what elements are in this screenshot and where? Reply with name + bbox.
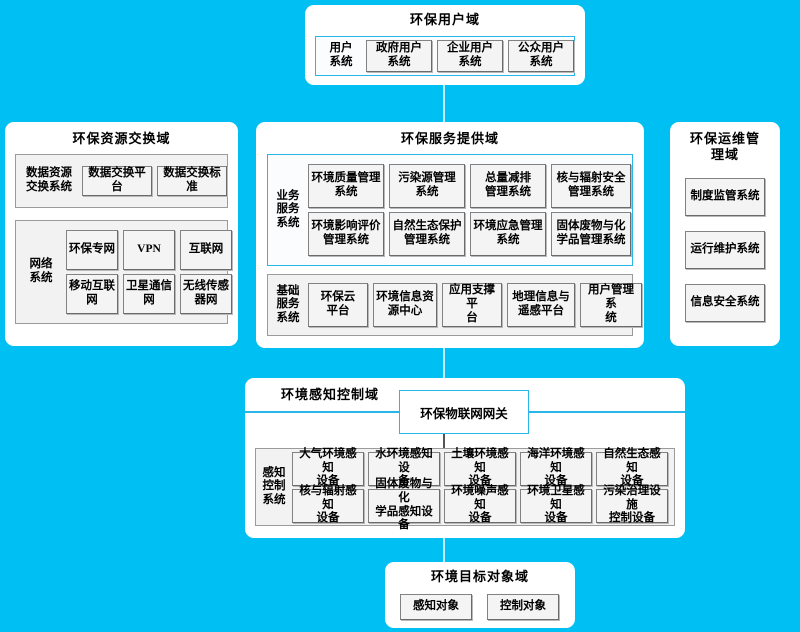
domain-service-title: 环保服务提供域 — [400, 131, 499, 146]
domain-operations-management: 环保运维管 理域 制度监管系统 运行维护系统 信息安全系统 — [670, 122, 780, 346]
box-data-exchange-platform[interactable]: 数据交换平台 — [82, 166, 152, 196]
box-environmental-emergency-management-system[interactable]: 环境应急管理 系统 — [470, 212, 546, 256]
box-public-user-system[interactable]: 公众用户 系统 — [508, 40, 574, 72]
box-pollution-source-management-system[interactable]: 污染源管理 系统 — [389, 164, 465, 208]
user-system-label: 用户 系统 — [329, 42, 353, 68]
network-system-panel: 网络 系统 环保专网 VPN 互联网 移动互联 网 卫星通信 网 无线传感 器网 — [15, 220, 232, 324]
domain-resource-exchange: 环保资源交换域 数据资源 交换系统 数据交换平台 数据交换标准 网络 系统 环保… — [5, 122, 238, 346]
box-mobile-internet[interactable]: 移动互联 网 — [66, 274, 118, 314]
connector-service-to-sensing — [443, 348, 445, 388]
box-environmental-cloud-platform[interactable]: 环保云 平台 — [308, 283, 368, 327]
gateway-rail-left — [245, 411, 399, 413]
sensing-control-panel: 感知 控制 系统 大气环境感知 设备 水环境感知设 备 土壤环境感知 设备 海洋… — [255, 448, 675, 531]
domain-user: 环保用户域 用户 系统 政府用户 系统 企业用户 系统 公众用户 系统 — [305, 5, 585, 85]
domain-service-provider: 环保服务提供域 业务 服务 系统 环境质量管理 系统 污染源管理 系统 总量减排… — [256, 122, 644, 348]
basic-service-body: 环保云 平台 环境信息资 源中心 应用支撑平 台 地理信息与 遥感平台 用户管理… — [308, 283, 642, 327]
box-enterprise-user-system[interactable]: 企业用户 系统 — [437, 40, 503, 72]
box-environmental-quality-management-system[interactable]: 环境质量管理 系统 — [308, 164, 384, 208]
basic-service-row: 环保云 平台 环境信息资 源中心 应用支撑平 台 地理信息与 遥感平台 用户管理… — [308, 283, 642, 327]
box-environmental-noise-sensing-device[interactable]: 环境噪声感知 设备 — [444, 485, 516, 524]
network-row-1: 环保专网 VPN 互联网 — [66, 230, 232, 270]
box-sensing-object[interactable]: 感知对象 — [400, 594, 472, 620]
box-nuclear-radiation-safety-management-system[interactable]: 核与辐射安全 管理系统 — [551, 164, 631, 208]
business-service-body: 环境质量管理 系统 污染源管理 系统 总量减排 管理系统 核与辐射安全 管理系统… — [308, 164, 632, 256]
sensing-row-2: 核与辐射感知 设备 固体废物与化 学品感知设备 环境噪声感知 设备 环境卫星感知… — [292, 478, 674, 531]
box-internet[interactable]: 互联网 — [180, 230, 232, 270]
domain-resource-title: 环保资源交换域 — [72, 131, 171, 146]
box-government-user-system[interactable]: 政府用户 系统 — [366, 40, 432, 72]
domain-user-title: 环保用户域 — [409, 12, 480, 27]
network-system-body: 环保专网 VPN 互联网 移动互联 网 卫星通信 网 无线传感 器网 — [66, 230, 232, 314]
box-environmental-satellite-sensing-device[interactable]: 环境卫星感知 设备 — [520, 485, 592, 524]
box-water-environment-sensing-device[interactable]: 水环境感知设 备 — [368, 448, 440, 487]
domain-target-object: 环境目标对象域 感知对象 控制对象 — [385, 562, 575, 628]
box-satellite-communication-network[interactable]: 卫星通信 网 — [123, 274, 175, 314]
network-system-label: 网络 系统 — [29, 258, 53, 284]
box-application-support-platform[interactable]: 应用支撑平 台 — [442, 283, 502, 327]
domain-target-title: 环境目标对象域 — [430, 569, 529, 584]
connector-sensing-to-target — [443, 538, 445, 564]
box-geographic-information-remote-sensing-platform[interactable]: 地理信息与 遥感平台 — [507, 283, 575, 327]
business-service-panel: 业务 服务 系统 环境质量管理 系统 污染源管理 系统 总量减排 管理系统 核与… — [267, 154, 633, 266]
box-solid-waste-chemicals-management-system[interactable]: 固体废物与化 学品管理系统 — [551, 212, 631, 256]
box-nuclear-radiation-sensing-device[interactable]: 核与辐射感知 设备 — [292, 485, 364, 524]
sensing-row-1: 大气环境感知 设备 水环境感知设 备 土壤环境感知 设备 海洋环境感知 设备 自… — [292, 448, 674, 487]
box-pollution-control-facility-device[interactable]: 污染治理设施 控制设备 — [596, 485, 668, 524]
box-system-supervision-system[interactable]: 制度监管系统 — [685, 178, 765, 216]
box-wireless-sensor-network[interactable]: 无线传感 器网 — [180, 274, 232, 314]
data-exchange-panel: 数据资源 交换系统 数据交换平台 数据交换标准 — [15, 154, 228, 208]
box-control-object[interactable]: 控制对象 — [487, 594, 559, 620]
network-row-2: 移动互联 网 卫星通信 网 无线传感 器网 — [66, 274, 232, 314]
box-vpn[interactable]: VPN — [123, 230, 175, 270]
box-marine-environment-sensing-device[interactable]: 海洋环境感知 设备 — [520, 448, 592, 487]
box-environmental-iot-gateway[interactable]: 环保物联网网关 — [399, 390, 529, 434]
box-env-private-network[interactable]: 环保专网 — [66, 230, 118, 270]
user-system-row: 政府用户 系统 企业用户 系统 公众用户 系统 — [366, 40, 574, 72]
box-data-exchange-standard[interactable]: 数据交换标准 — [157, 166, 227, 196]
domain-operations-title: 环保运维管 理域 — [689, 131, 760, 163]
data-exchange-label: 数据资源 交换系统 — [26, 167, 72, 193]
box-soil-environment-sensing-device[interactable]: 土壤环境感知 设备 — [444, 448, 516, 487]
box-operation-maintenance-system[interactable]: 运行维护系统 — [685, 231, 765, 269]
box-environmental-impact-assessment-management-system[interactable]: 环境影响评价 管理系统 — [308, 212, 384, 256]
gateway-drop-line — [443, 434, 445, 448]
box-natural-ecology-protection-management-system[interactable]: 自然生态保护 管理系统 — [389, 212, 465, 256]
business-service-row-1: 环境质量管理 系统 污染源管理 系统 总量减排 管理系统 核与辐射安全 管理系统 — [308, 164, 632, 208]
box-total-emission-reduction-management-system[interactable]: 总量减排 管理系统 — [470, 164, 546, 208]
user-system-body: 政府用户 系统 企业用户 系统 公众用户 系统 — [366, 40, 574, 72]
domain-sensing-title: 环境感知控制域 — [281, 387, 380, 402]
box-natural-ecology-sensing-device[interactable]: 自然生态感知 设备 — [596, 448, 668, 487]
basic-service-panel: 基础 服务 系统 环保云 平台 环境信息资 源中心 应用支撑平 台 地理信息与 … — [267, 274, 642, 336]
business-service-row-2: 环境影响评价 管理系统 自然生态保护 管理系统 环境应急管理 系统 固体废物与化… — [308, 212, 632, 256]
business-service-label: 业务 服务 系统 — [276, 189, 300, 229]
connector-user-to-service — [443, 80, 445, 126]
box-solid-waste-chemicals-sensing-device[interactable]: 固体废物与化 学品感知设备 — [368, 478, 440, 531]
box-user-management-system[interactable]: 用户管理系 统 — [580, 283, 642, 327]
data-exchange-row: 数据交换平台 数据交换标准 — [82, 166, 227, 196]
box-environmental-information-resource-center[interactable]: 环境信息资 源中心 — [373, 283, 437, 327]
basic-service-label: 基础 服务 系统 — [276, 284, 300, 324]
sensing-control-body: 大气环境感知 设备 水环境感知设 备 土壤环境感知 设备 海洋环境感知 设备 自… — [292, 448, 674, 531]
gateway-rail-right — [529, 411, 685, 413]
sensing-control-label: 感知 控制 系统 — [262, 466, 286, 506]
data-exchange-body: 数据交换平台 数据交换标准 — [82, 166, 227, 196]
domain-sensing-control: 环境感知控制域 感知 控制 系统 大气环境感知 设备 水环境感知设 备 土壤环境… — [245, 378, 685, 538]
box-information-security-system[interactable]: 信息安全系统 — [685, 284, 765, 322]
user-system-panel: 用户 系统 政府用户 系统 企业用户 系统 公众用户 系统 — [315, 36, 575, 76]
box-air-environment-sensing-device[interactable]: 大气环境感知 设备 — [292, 448, 364, 487]
